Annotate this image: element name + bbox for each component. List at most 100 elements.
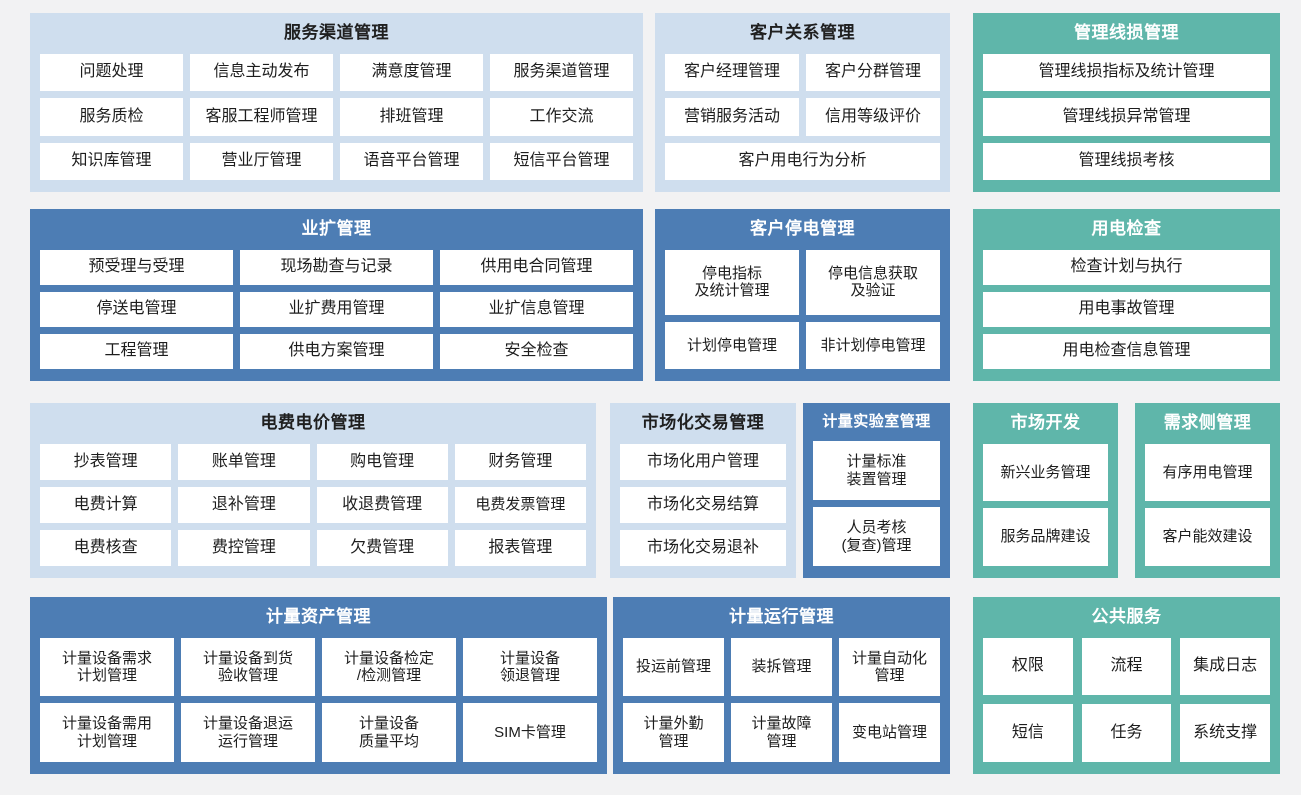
tile[interactable]: 市场化交易退补 (620, 529, 786, 566)
panel-public-service[interactable]: 公共服务 权限 流程 集成日志 短信 任务 系统支撑 (973, 597, 1280, 774)
tile-row: 客户经理管理 客户分群管理 (665, 53, 940, 92)
tile[interactable]: 营业厅管理 (190, 142, 333, 181)
tile[interactable]: 计量设备到货 验收管理 (181, 637, 315, 697)
tile[interactable]: 任务 (1081, 704, 1172, 762)
tile[interactable]: 供用电合同管理 (440, 249, 633, 285)
tile[interactable]: 计量故障 管理 (731, 703, 832, 762)
tile[interactable]: 人员考核 (复查)管理 (813, 507, 940, 566)
panel-customer-outage-management[interactable]: 客户停电管理 停电指标 及统计管理 停电信息获取 及验证 计划停电管理 非计划停… (655, 209, 950, 381)
tile[interactable]: 装拆管理 (731, 637, 832, 697)
tile[interactable]: 计量设备 质量平均 (322, 703, 456, 762)
tile[interactable]: 报表管理 (454, 529, 586, 566)
tile[interactable]: 短信 (983, 704, 1073, 762)
tile-row: 营销服务活动 信用等级评价 (665, 98, 940, 136)
tile[interactable]: 信息主动发布 (190, 53, 333, 92)
panel-metering-laboratory-management[interactable]: 计量实验室管理 计量标准 装置管理 人员考核 (复查)管理 (803, 403, 950, 578)
tile[interactable]: 非计划停电管理 (806, 321, 940, 369)
panel-service-channel-management[interactable]: 服务渠道管理 问题处理 信息主动发布 满意度管理 服务渠道管理 服务质检 客服工… (30, 13, 643, 192)
tile[interactable]: 服务渠道管理 (490, 53, 633, 92)
panel-business-expansion-management[interactable]: 业扩管理 预受理与受理 现场勘查与记录 供用电合同管理 停送电管理 业扩费用管理… (30, 209, 643, 381)
tile[interactable]: 管理线损指标及统计管理 (983, 53, 1270, 92)
tile[interactable]: 计量设备需求 计划管理 (40, 637, 174, 697)
tile[interactable]: 语音平台管理 (340, 142, 483, 181)
panel-market-development[interactable]: 市场开发 新兴业务管理 服务品牌建设 (973, 403, 1118, 578)
tile[interactable]: 变电站管理 (839, 703, 940, 762)
tile[interactable]: 账单管理 (178, 443, 310, 480)
tile[interactable]: 计量设备退运 运行管理 (181, 703, 315, 762)
tile[interactable]: 计量自动化 管理 (839, 637, 940, 697)
tile[interactable]: 知识库管理 (40, 142, 183, 181)
tile[interactable]: 电费计算 (40, 486, 172, 523)
tile[interactable]: 计量标准 装置管理 (813, 441, 940, 501)
tile[interactable]: 计量设备 领退管理 (463, 637, 597, 697)
tile[interactable]: 集成日志 (1180, 637, 1271, 696)
tile[interactable]: 供电方案管理 (240, 333, 433, 369)
tile[interactable]: 流程 (1081, 637, 1172, 696)
tile[interactable]: 排班管理 (340, 98, 483, 136)
tile-row: 服务品牌建设 (983, 508, 1108, 566)
panel-title: 需求侧管理 (1163, 413, 1252, 432)
tile[interactable]: 投运前管理 (623, 637, 724, 697)
tile[interactable]: 计量设备检定 /检测管理 (322, 637, 456, 697)
tile[interactable]: 工程管理 (40, 333, 233, 369)
panel-management-line-loss-management[interactable]: 管理线损管理 管理线损指标及统计管理 管理线损异常管理 管理线损考核 (973, 13, 1280, 192)
panel-customer-relationship-management[interactable]: 客户关系管理 客户经理管理 客户分群管理 营销服务活动 信用等级评价 客户用电行… (655, 13, 950, 192)
tile[interactable]: 管理线损异常管理 (983, 98, 1270, 136)
tile[interactable]: 客户能效建设 (1145, 508, 1270, 566)
panel-electricity-fee-price-management[interactable]: 电费电价管理 抄表管理 账单管理 购电管理 财务管理 电费计算 退补管理 收退费… (30, 403, 596, 578)
tile[interactable]: 计划停电管理 (665, 321, 799, 369)
panel-title: 计量资产管理 (266, 607, 371, 626)
tile[interactable]: 检查计划与执行 (983, 249, 1270, 285)
tile[interactable]: 工作交流 (490, 98, 633, 136)
tile[interactable]: 短信平台管理 (490, 142, 633, 181)
panel-metering-operation-management[interactable]: 计量运行管理 投运前管理 装拆管理 计量自动化 管理 计量外勤 管理 计量故障 … (613, 597, 950, 774)
tile[interactable]: 停电指标 及统计管理 (665, 249, 799, 315)
tile[interactable]: 退补管理 (178, 486, 310, 523)
tile[interactable]: 客户用电行为分析 (665, 142, 940, 181)
tile[interactable]: 客户分群管理 (806, 53, 940, 92)
tile[interactable]: 市场化用户管理 (620, 443, 786, 480)
tile[interactable]: 问题处理 (40, 53, 183, 92)
tile[interactable]: 市场化交易结算 (620, 486, 786, 523)
tile[interactable]: 停电信息获取 及验证 (806, 249, 940, 315)
tile[interactable]: 欠费管理 (316, 529, 448, 566)
tile[interactable]: 抄表管理 (40, 443, 172, 480)
tile[interactable]: 用电事故管理 (983, 291, 1270, 327)
tile[interactable]: 计量设备需用 计划管理 (40, 703, 174, 762)
panel-demand-side-management[interactable]: 需求侧管理 有序用电管理 客户能效建设 (1135, 403, 1280, 578)
tile-row: 管理线损考核 (983, 142, 1270, 181)
tile[interactable]: 信用等级评价 (806, 98, 940, 136)
tile[interactable]: 新兴业务管理 (983, 443, 1108, 502)
tile[interactable]: 停送电管理 (40, 291, 233, 327)
panel-market-trading-management[interactable]: 市场化交易管理 市场化用户管理 市场化交易结算 市场化交易退补 (610, 403, 796, 578)
tile[interactable]: 电费发票管理 (454, 486, 586, 523)
tile[interactable]: 权限 (983, 637, 1073, 696)
panel-metering-asset-management[interactable]: 计量资产管理 计量设备需求 计划管理 计量设备到货 验收管理 计量设备检定 /检… (30, 597, 607, 774)
tile[interactable]: 客服工程师管理 (190, 98, 333, 136)
tile[interactable]: 预受理与受理 (40, 249, 233, 285)
tile[interactable]: 电费核查 (40, 529, 172, 566)
tile[interactable]: 满意度管理 (340, 53, 483, 92)
tile[interactable]: 计量外勤 管理 (623, 703, 724, 762)
tile[interactable]: 现场勘查与记录 (240, 249, 433, 285)
tile[interactable]: 业扩信息管理 (440, 291, 633, 327)
panel-electricity-inspection[interactable]: 用电检查 检查计划与执行 用电事故管理 用电检查信息管理 (973, 209, 1280, 381)
tile[interactable]: 财务管理 (454, 443, 586, 480)
tile[interactable]: 安全检查 (440, 333, 633, 369)
tile[interactable]: SIM卡管理 (463, 703, 597, 762)
tile[interactable]: 费控管理 (178, 529, 310, 566)
tile[interactable]: 管理线损考核 (983, 142, 1270, 181)
tile[interactable]: 营销服务活动 (665, 98, 799, 136)
tile[interactable]: 购电管理 (316, 443, 448, 480)
tile[interactable]: 有序用电管理 (1145, 443, 1270, 502)
tile[interactable]: 用电检查信息管理 (983, 333, 1270, 369)
tile[interactable]: 系统支撑 (1180, 704, 1271, 762)
tile-row: 管理线损异常管理 (983, 98, 1270, 136)
tile[interactable]: 服务质检 (40, 98, 183, 136)
tile[interactable]: 客户经理管理 (665, 53, 799, 92)
tile[interactable]: 服务品牌建设 (983, 508, 1108, 566)
tile-row: 投运前管理 装拆管理 计量自动化 管理 (623, 637, 940, 697)
tile[interactable]: 收退费管理 (316, 486, 448, 523)
tile[interactable]: 业扩费用管理 (240, 291, 433, 327)
tile-grid: 新兴业务管理 服务品牌建设 (983, 443, 1108, 566)
